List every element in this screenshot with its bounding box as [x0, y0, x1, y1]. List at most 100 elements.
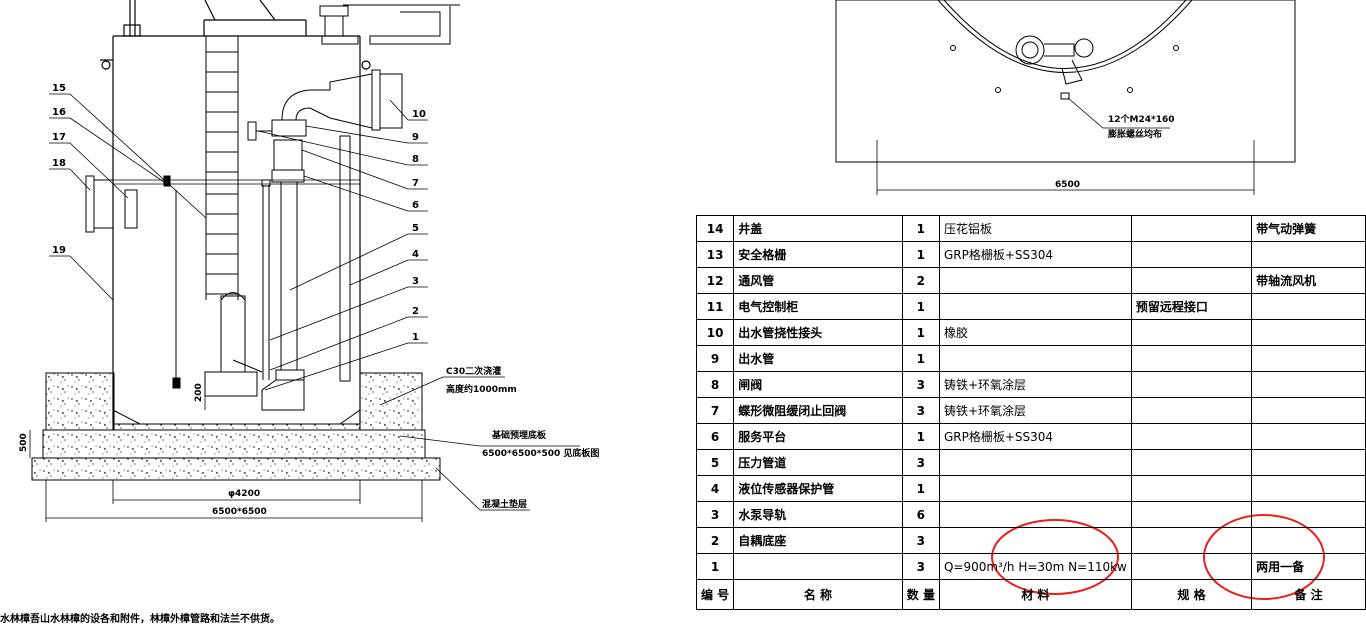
- bom-cell-qty: 1: [901, 475, 940, 502]
- drawing-notes: C30二次浇灌 高度约1000mm 基础预埋底板 6500*6500*500 见…: [446, 113, 1175, 510]
- left-features: [85, 175, 181, 389]
- note-c30-line1: C30二次浇灌: [446, 365, 501, 377]
- bom-cell-qty: 3: [901, 527, 940, 554]
- callout-6: 6: [412, 200, 419, 211]
- bom-cell-name: 水泵导轨: [733, 501, 903, 528]
- bom-cell-material: GRP格栅板+SS304: [938, 241, 1132, 268]
- bom-cell-note: [1251, 241, 1366, 268]
- ladder: [205, 36, 239, 300]
- bom-cell-name: 出水管: [733, 345, 903, 372]
- bom-cell-no: 4: [695, 475, 735, 502]
- note-foundation-line2: 6500*6500*500 见底板图: [482, 447, 599, 459]
- leader-lines: [49, 93, 1170, 511]
- bom-cell-name: 通风管: [733, 267, 903, 294]
- footnote: 水林樟吾山水林樟的设各和附件，林樟外樟管路和法兰不供货。: [0, 614, 280, 625]
- note-bolts-line2: 膨胀螺丝均布: [1107, 128, 1162, 140]
- bom-cell-qty: 1: [901, 241, 940, 268]
- callout-4: 4: [412, 249, 419, 260]
- bom-cell-name: 闸阀: [733, 371, 903, 398]
- callout-10: 10: [412, 109, 426, 120]
- bom-cell-no: 12: [695, 267, 735, 294]
- bom-cell-name: 液位传感器保护管: [733, 475, 903, 502]
- bom-cell-qty: 2: [901, 267, 940, 294]
- bom-cell-material: Q=900m³/h H=30m N=110kw: [938, 553, 1132, 580]
- bom-cell-qty: 1: [901, 293, 940, 320]
- note-concrete-cushion: 混凝土垫层: [482, 498, 527, 510]
- bom-cell-name: 安全格栅: [733, 241, 903, 268]
- note-bolts-line1: 12个M24*160: [1108, 113, 1175, 125]
- callout-labels: 15 16 17 18 19 10 9 8 7 6 5 4 3 2 1: [52, 83, 426, 343]
- callout-19: 19: [52, 245, 66, 256]
- callout-3: 3: [412, 276, 419, 287]
- bom-cell-no: 2: [695, 527, 735, 554]
- bom-cell-no: 5: [695, 449, 735, 476]
- bom-cell-material: [938, 449, 1132, 476]
- bom-cell-note: [1251, 319, 1366, 346]
- dimension-texts: φ4200 6500*6500 6500 500 200: [19, 180, 1080, 517]
- plan-view: [835, 0, 1296, 163]
- bom-cell-note: 两用一备: [1251, 553, 1366, 580]
- bom-cell-material: 铸铁+环氧涂层: [938, 371, 1132, 398]
- bom-cell-material: 压花铝板: [938, 215, 1132, 242]
- bom-cell-spec: 预留远程接口: [1130, 293, 1253, 320]
- bom-cell-note: [1251, 397, 1366, 424]
- bom-cell-note: [1251, 501, 1366, 528]
- bom-cell-spec: [1130, 423, 1253, 450]
- header-note: 备 注: [1251, 579, 1366, 610]
- bom-cell-no: 3: [695, 501, 735, 528]
- bom-cell-note: 带轴流风机: [1251, 267, 1366, 294]
- header-name: 名 称: [733, 579, 903, 610]
- bom-cell-name: 电气控制柜: [733, 293, 903, 320]
- bom-cell-material: [938, 293, 1132, 320]
- bom-cell-note: [1251, 475, 1366, 502]
- callout-16: 16: [52, 107, 66, 118]
- bom-cell-spec: [1130, 345, 1253, 372]
- bom-cell-qty: 3: [901, 553, 940, 580]
- bom-cell-no: 8: [695, 371, 735, 398]
- bom-cell-no: 11: [695, 293, 735, 320]
- note-foundation-line1: 基础预埋底板: [491, 429, 547, 441]
- dim-6500x6500: 6500*6500: [212, 507, 267, 517]
- bom-cell-note: [1251, 449, 1366, 476]
- bom-cell-qty: 3: [901, 371, 940, 398]
- bom-cell-no: 10: [695, 319, 735, 346]
- bom-cell-qty: 1: [901, 319, 940, 346]
- bom-cell-qty: 1: [901, 345, 940, 372]
- bom-cell-note: [1251, 293, 1366, 320]
- bom-cell-material: GRP格栅板+SS304: [938, 423, 1132, 450]
- concrete-foundation: [31, 372, 441, 481]
- bom-cell-material: [938, 345, 1132, 372]
- bom-cell-note: [1251, 527, 1366, 554]
- note-c30-line2: 高度约1000mm: [446, 383, 517, 395]
- bom-cell-material: [938, 527, 1132, 554]
- header-no: 编 号: [695, 579, 735, 610]
- callout-15: 15: [52, 83, 66, 94]
- dim-6500: 6500: [1055, 180, 1080, 190]
- bom-cell-name: 出水管挠性接头: [733, 319, 903, 346]
- bom-cell-no: 13: [695, 241, 735, 268]
- bom-cell-note: [1251, 371, 1366, 398]
- bom-cell-spec: [1130, 397, 1253, 424]
- bom-cell-material: [938, 475, 1132, 502]
- bom-cell-no: 1: [695, 553, 735, 580]
- bom-cell-spec: [1130, 215, 1253, 242]
- callout-5: 5: [412, 223, 419, 234]
- bom-cell-name: 自耦底座: [733, 527, 903, 554]
- bom-cell-qty: 3: [901, 449, 940, 476]
- bom-cell-no: 14: [695, 215, 735, 242]
- bom-cell-spec: [1130, 475, 1253, 502]
- bom-cell-no: 6: [695, 423, 735, 450]
- header-spec: 规 格: [1130, 579, 1253, 610]
- bom-cell-material: [938, 267, 1132, 294]
- bom-cell-qty: 1: [901, 423, 940, 450]
